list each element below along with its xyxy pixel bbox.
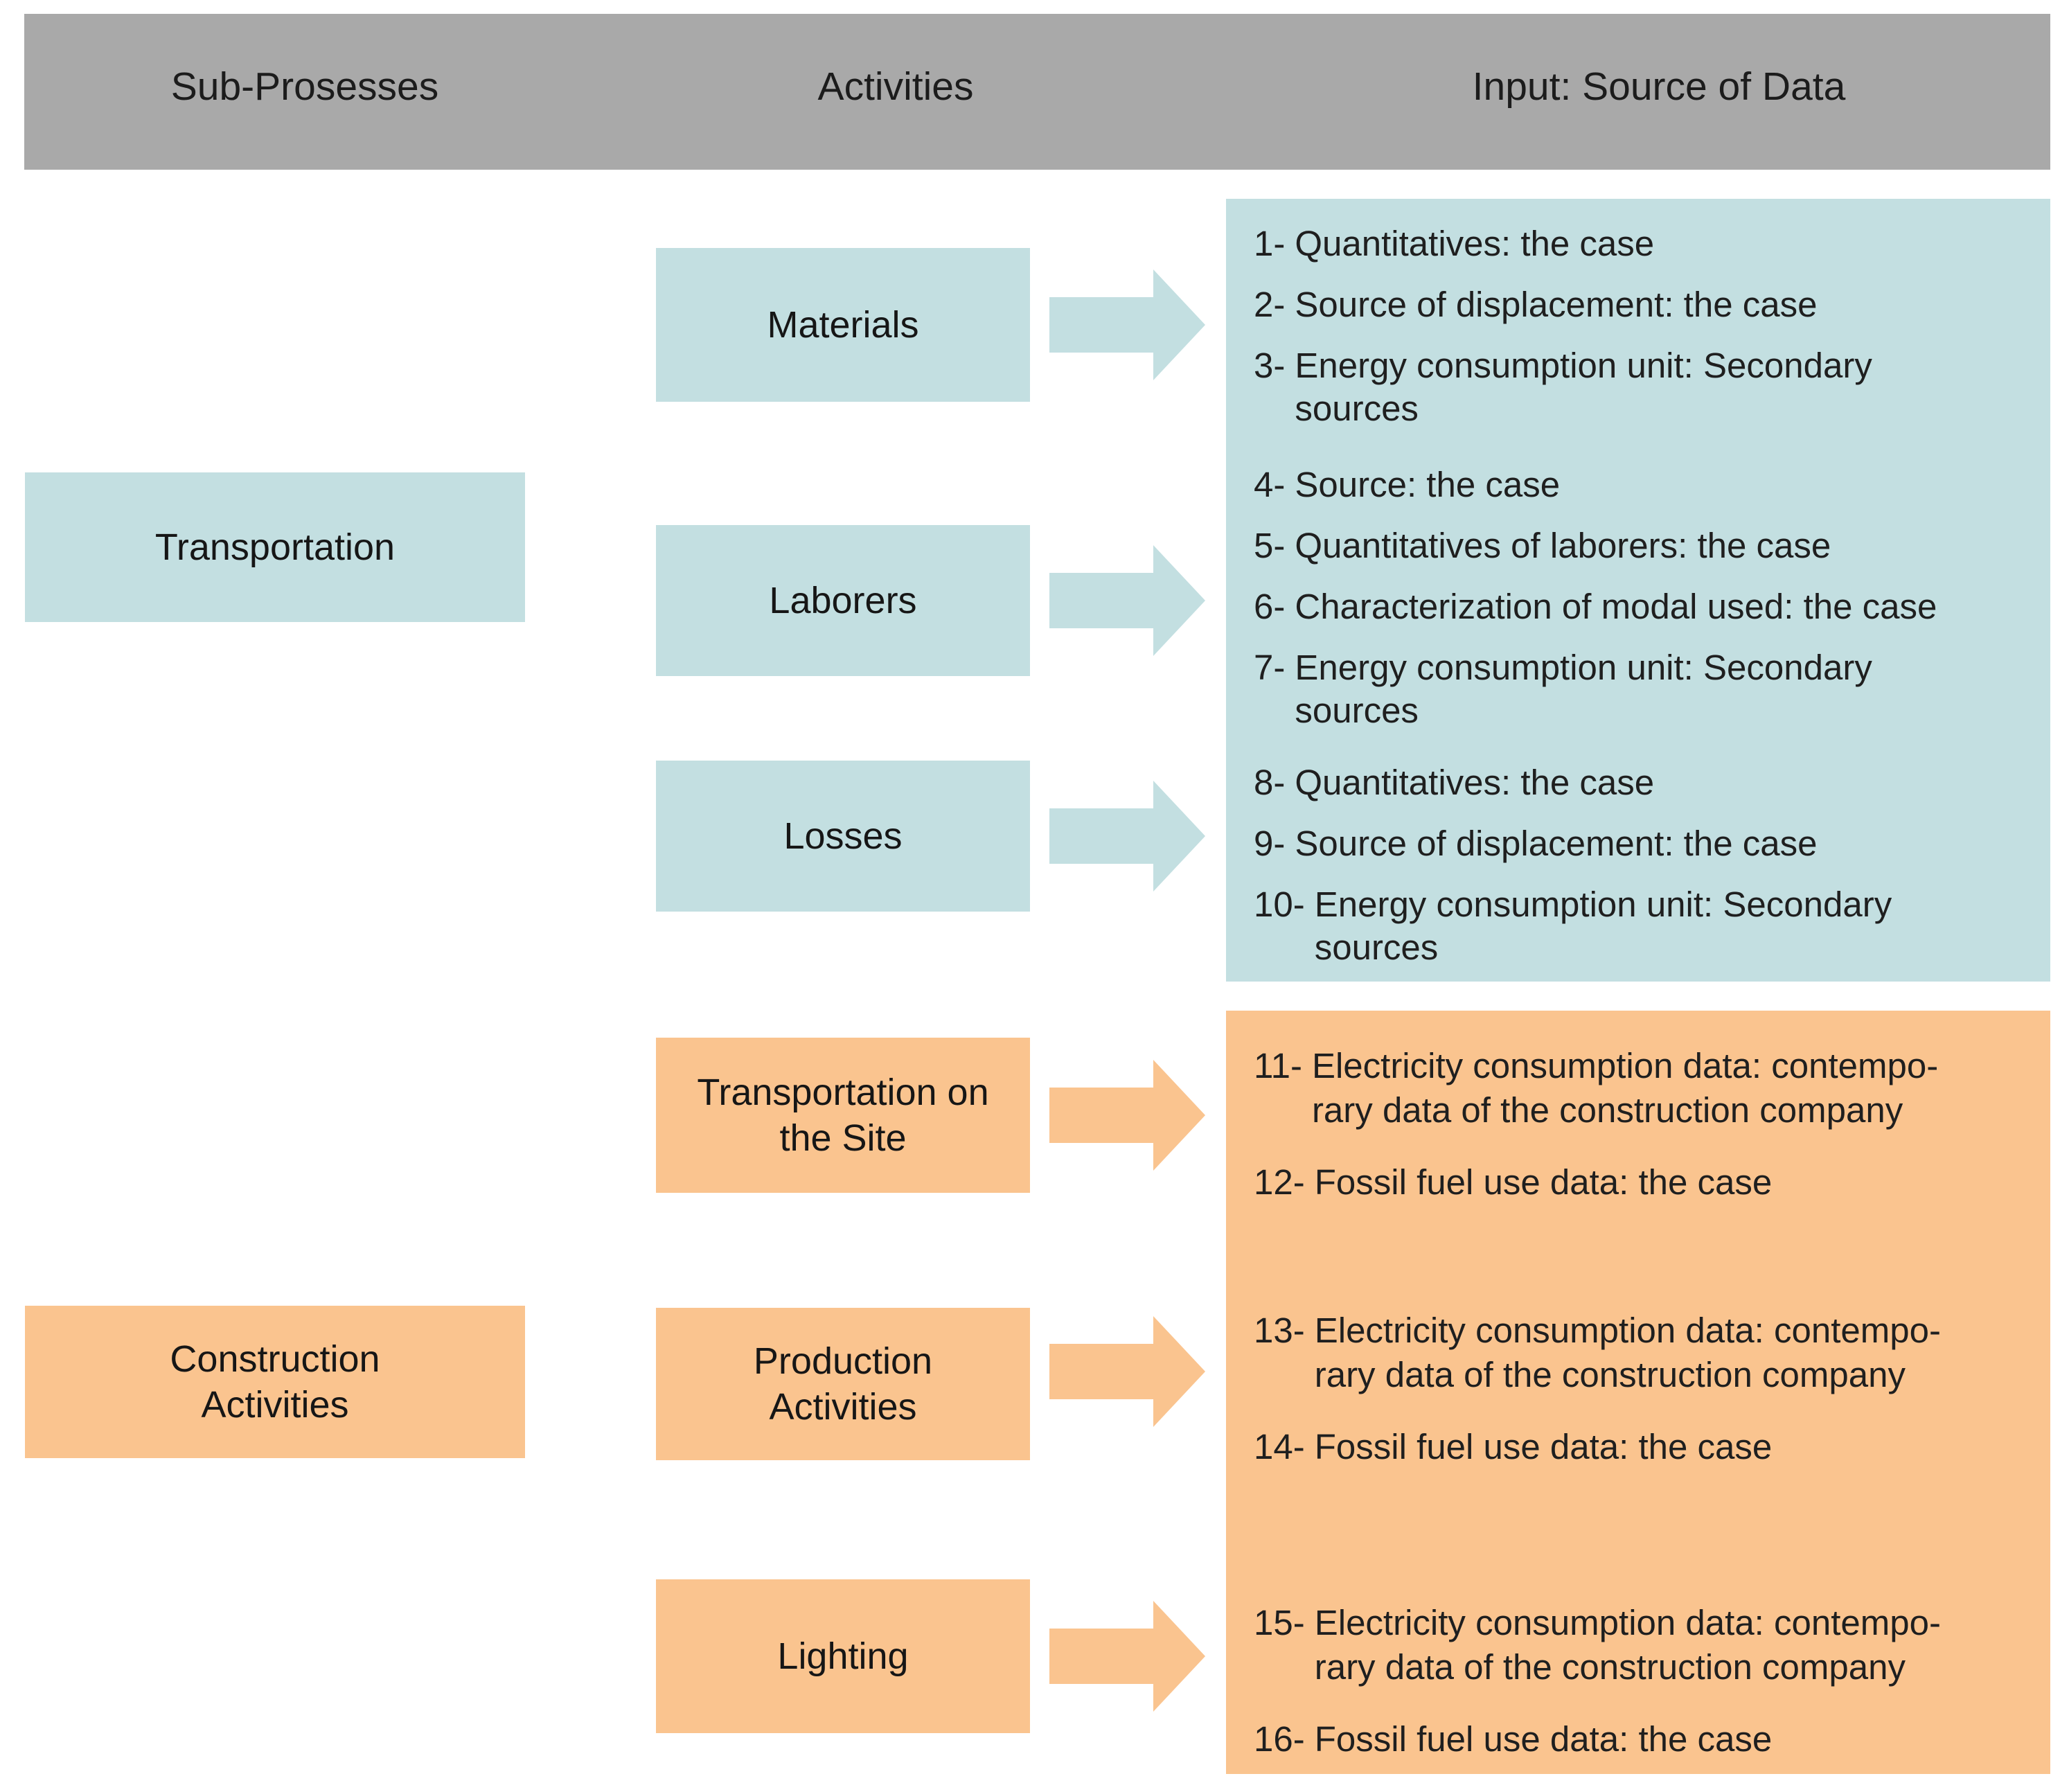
input-item-14: 14- Fossil fuel use data: the case [1254, 1425, 2031, 1469]
arrow-production-activities-to-data [1049, 1316, 1205, 1427]
item-number: 5- [1254, 526, 1286, 565]
input-item-4: 4- Source: the case [1254, 463, 2031, 506]
arrow-laborers-to-data [1049, 545, 1205, 656]
input-item-5: 5- Quantitatives of laborers: the case [1254, 524, 2031, 567]
item-text: Electricity consumption data: contempo- … [1311, 1046, 1939, 1130]
right-arrow-icon [1049, 781, 1205, 891]
activity-materials-label: Materials [767, 304, 919, 346]
right-arrow-icon [1049, 1060, 1205, 1171]
item-text: Source of displacement: the case [1295, 824, 1818, 863]
item-number: 14- [1254, 1427, 1305, 1466]
item-number: 8- [1254, 763, 1286, 802]
item-text: Fossil fuel use data: the case [1314, 1427, 1773, 1466]
right-arrow-icon [1049, 1316, 1205, 1427]
item-number: 11- [1254, 1046, 1302, 1085]
sub-process-transportation-label: Transportation [154, 526, 396, 568]
item-number: 2- [1254, 285, 1286, 324]
input-item-13: 13- Electricity consumption data: contem… [1254, 1308, 2031, 1397]
item-number: 6- [1254, 587, 1286, 626]
input-item-1: 1- Quantitatives: the case [1254, 222, 2031, 265]
input-item-6: 6- Characterization of modal used: the c… [1254, 585, 2031, 628]
activity-losses: Losses [656, 761, 1030, 912]
item-number: 3- [1254, 346, 1286, 385]
sub-process-transportation: Transportation [25, 472, 525, 622]
header-sub-processes: Sub-Prosesses [170, 64, 439, 109]
activity-transportation-on-site: Transportation on the Site [656, 1038, 1030, 1193]
input-item-3: 3- Energy consumption unit: Secondary so… [1254, 344, 2031, 430]
right-arrow-icon [1049, 545, 1205, 656]
arrow-transportation-on-site-to-data [1049, 1060, 1205, 1171]
item-text: Electricity consumption data: contempo- … [1314, 1603, 1941, 1687]
sub-process-construction-activities-label: Construction Activities [170, 1338, 380, 1426]
item-number: 12- [1254, 1162, 1305, 1202]
item-text: Fossil fuel use data: the case [1314, 1162, 1773, 1202]
item-text: Energy consumption unit: Secondary sourc… [1314, 885, 1892, 967]
input-item-8: 8- Quantitatives: the case [1254, 761, 2031, 804]
input-panel-construction: 11- Electricity consumption data: contem… [1226, 1011, 2050, 1774]
item-text: Quantitatives: the case [1295, 224, 1655, 263]
activity-losses-label: Losses [783, 815, 903, 857]
item-text: Characterization of modal used: the case [1295, 587, 1937, 626]
right-arrow-icon [1049, 1601, 1205, 1712]
item-number: 4- [1254, 465, 1286, 504]
activity-lighting: Lighting [656, 1579, 1030, 1733]
input-item-15: 15- Electricity consumption data: contem… [1254, 1601, 2031, 1689]
right-arrow-icon [1049, 269, 1205, 380]
input-item-7: 7- Energy consumption unit: Secondary so… [1254, 646, 2031, 732]
header-activities: Activities [817, 64, 974, 109]
item-text: Quantitatives of laborers: the case [1295, 526, 1831, 565]
item-text: Electricity consumption data: contempo- … [1314, 1311, 1941, 1394]
header-bar: Sub-Prosesses Activities Input: Source o… [24, 14, 2050, 170]
item-number: 16- [1254, 1719, 1305, 1759]
item-text: Energy consumption unit: Secondary sourc… [1295, 346, 1872, 428]
item-number: 7- [1254, 648, 1286, 687]
activity-laborers-label: Laborers [769, 580, 917, 621]
input-item-2: 2- Source of displacement: the case [1254, 283, 2031, 326]
activity-laborers: Laborers [656, 525, 1030, 676]
item-number: 1- [1254, 224, 1286, 263]
input-item-10: 10- Energy consumption unit: Secondary s… [1254, 883, 2031, 969]
item-text: Source of displacement: the case [1295, 285, 1818, 324]
arrow-lighting-to-data [1049, 1601, 1205, 1712]
item-text: Quantitatives: the case [1295, 763, 1655, 802]
item-text: Fossil fuel use data: the case [1314, 1719, 1773, 1759]
input-item-12: 12- Fossil fuel use data: the case [1254, 1160, 2031, 1205]
header-input-source-of-data: Input: Source of Data [1472, 64, 1846, 109]
sub-process-construction-activities: Construction Activities [25, 1306, 525, 1458]
activity-materials: Materials [656, 248, 1030, 402]
item-number: 9- [1254, 824, 1286, 863]
input-item-16: 16- Fossil fuel use data: the case [1254, 1717, 2031, 1762]
item-number: 15- [1254, 1603, 1305, 1642]
input-item-9: 9- Source of displacement: the case [1254, 822, 2031, 865]
input-panel-transportation: 1- Quantitatives: the case 2- Source of … [1226, 199, 2050, 982]
item-number: 13- [1254, 1311, 1305, 1350]
item-text: Energy consumption unit: Secondary sourc… [1295, 648, 1872, 730]
activity-transportation-on-site-label: Transportation on the Site [697, 1072, 989, 1159]
activity-lighting-label: Lighting [777, 1635, 909, 1677]
arrow-materials-to-data [1049, 269, 1205, 380]
arrow-losses-to-data [1049, 781, 1205, 891]
activity-production-activities: Production Activities [656, 1308, 1030, 1460]
item-text: Source: the case [1295, 465, 1561, 504]
item-number: 10- [1254, 885, 1305, 924]
input-item-11: 11- Electricity consumption data: contem… [1254, 1044, 2031, 1133]
activity-production-activities-label: Production Activities [753, 1340, 933, 1428]
